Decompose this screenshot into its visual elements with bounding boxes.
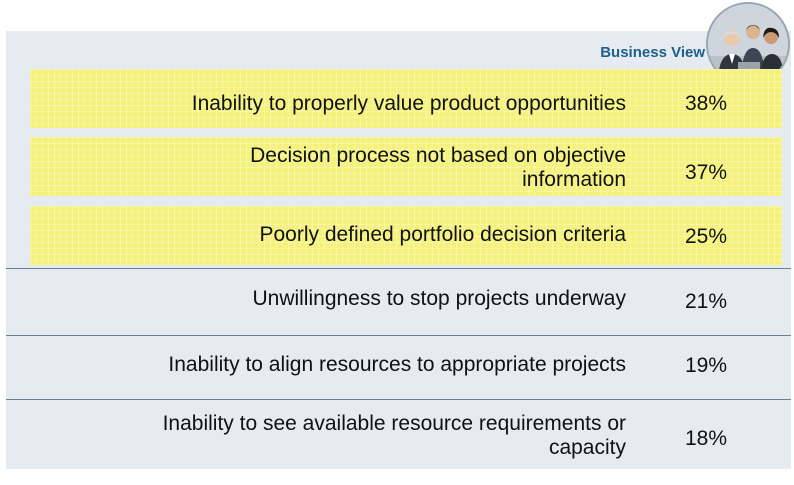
row-label: Decision process not based on objective … (250, 144, 626, 192)
row-percent: 38% (685, 92, 728, 115)
row-label-line: information (522, 168, 626, 191)
row-label-line: capacity (548, 436, 626, 459)
list-item: Decision process not based on objective … (30, 137, 782, 196)
list-item: Inability to see available resource requ… (30, 401, 782, 467)
list-item: Inability to align resources to appropri… (30, 337, 782, 399)
row-label: Inability to properly value product oppo… (191, 92, 626, 115)
divider (6, 268, 791, 269)
row-label: Poorly defined portfolio decision criter… (259, 223, 626, 246)
row-percent: 37% (685, 161, 728, 184)
row-label-line: Inability to see available resource requ… (162, 412, 626, 435)
row-label: Inability to see available resource requ… (163, 412, 626, 460)
row-percent: 18% (685, 427, 728, 450)
row-label: Unwillingness to stop projects underway (252, 287, 626, 310)
list-item: Unwillingness to stop projects underway … (30, 270, 782, 334)
row-percent: 25% (685, 225, 728, 248)
row-percent: 19% (685, 354, 728, 377)
business-view-label: Business View (600, 44, 705, 61)
divider (6, 335, 791, 336)
list-item: Inability to properly value product oppo… (30, 69, 782, 128)
list-item: Poorly defined portfolio decision criter… (30, 206, 782, 265)
row-label: Inability to align resources to appropri… (168, 353, 626, 376)
row-percent: 21% (685, 290, 728, 313)
row-label-line: Decision process not based on objective (250, 144, 626, 167)
divider (6, 399, 791, 400)
